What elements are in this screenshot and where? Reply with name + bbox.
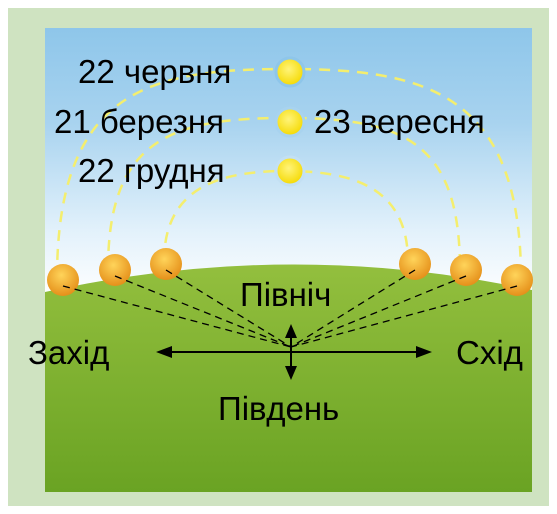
sun-east-december xyxy=(399,248,431,280)
label-north: Північ xyxy=(240,276,332,313)
label-september: 23 вересня xyxy=(314,103,485,140)
sun-west-december xyxy=(150,248,182,280)
label-south: Південь xyxy=(218,390,340,427)
sun-east-equinox xyxy=(450,254,482,286)
sun-west-june xyxy=(47,264,79,296)
label-east: Схід xyxy=(456,334,523,371)
label-march: 21 березня xyxy=(54,103,224,140)
label-june: 22 червня xyxy=(78,53,232,90)
noon-sun-december xyxy=(274,155,306,187)
ground xyxy=(45,264,532,492)
noon-sun-june xyxy=(274,56,306,88)
label-december: 22 грудня xyxy=(78,152,225,189)
compass xyxy=(156,324,432,380)
rays xyxy=(62,269,518,348)
label-west: Захід xyxy=(28,334,110,371)
sun-east-june xyxy=(501,264,533,296)
sun-west-equinox xyxy=(99,254,131,286)
noon-sun-equinox xyxy=(274,106,306,138)
